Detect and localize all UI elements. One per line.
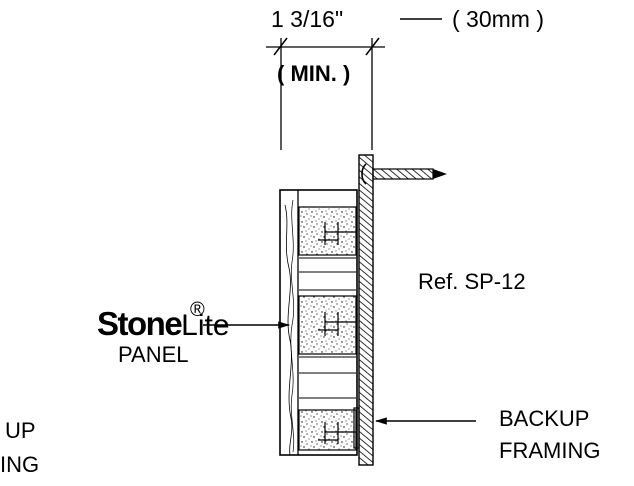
dimension-metric: ( 30mm ): [452, 6, 544, 32]
dimension-annotation: 1 3/16" ( 30mm ) ( MIN. ): [266, 6, 544, 150]
panel-label: PANEL: [118, 342, 189, 367]
framing-clip: [353, 407, 360, 449]
stone-grain-line-2: [290, 199, 295, 453]
stone-grain-line-1: [284, 204, 293, 456]
core-block-middle: [298, 295, 357, 355]
cutoff-label-line1: UP: [5, 418, 36, 443]
stonelite-logo: StoneLite ®: [97, 299, 230, 342]
insert-middle: [318, 312, 356, 336]
screw-shank: [372, 168, 434, 180]
core-block-bottom: [298, 409, 357, 451]
core-block-top: [298, 206, 357, 256]
framing-label-line2: FRAMING: [499, 438, 600, 463]
brand-bold: Stone: [97, 305, 182, 342]
insert-bottom: [318, 422, 356, 444]
brand-registered-mark: ®: [190, 299, 205, 321]
screw-tip: [433, 169, 447, 179]
backup-framing-strip: [358, 154, 374, 466]
cutoff-label-line2: ING: [0, 452, 39, 477]
framing-label-line1: BACKUP: [499, 406, 589, 431]
screw-icon: [361, 163, 447, 185]
panel-section: [279, 154, 374, 466]
screw-head: [361, 163, 367, 185]
reference-label: Ref. SP-12: [418, 269, 526, 294]
brand-name: StoneLite: [97, 305, 230, 342]
dimension-value: 1 3/16": [271, 6, 343, 32]
insert-top: [318, 222, 356, 245]
dimension-qualifier: ( MIN. ): [277, 61, 350, 86]
